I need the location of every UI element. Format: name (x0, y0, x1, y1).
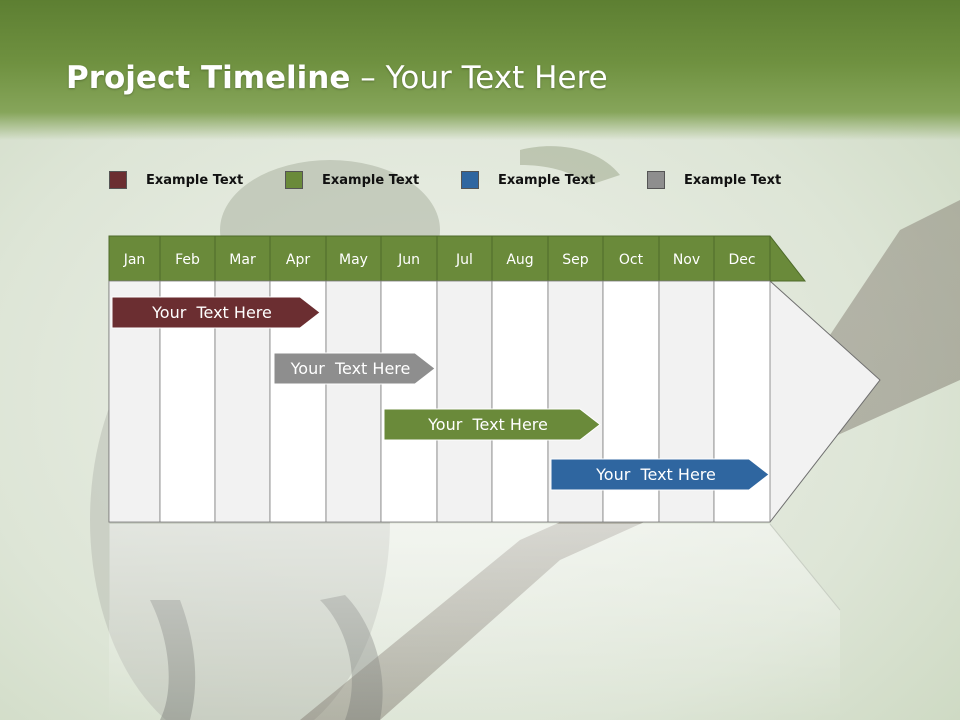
legend-item: Example Text (461, 170, 595, 190)
legend-swatch (109, 171, 127, 189)
month-header-background (108, 235, 807, 282)
legend-item: Example Text (285, 170, 419, 190)
legend-label: Example Text (322, 172, 420, 188)
title-bold: Project Timeline (66, 60, 351, 96)
month-column (325, 280, 382, 523)
legend-item: Example Text (109, 170, 243, 190)
month-label: Aug (506, 252, 533, 268)
month-label: Dec (728, 252, 755, 268)
task-bar (550, 458, 770, 491)
month-column (380, 280, 438, 523)
task-label: Your Text Here (151, 303, 272, 322)
month-label: Feb (175, 252, 200, 268)
timeline-reflection (109, 524, 840, 720)
month-label: Apr (286, 252, 310, 268)
reflection-edge (769, 523, 841, 611)
title-band (0, 0, 960, 140)
month-label: Jan (123, 252, 146, 268)
page-title: Project Timeline – Your Text Here (66, 60, 608, 96)
task-bar (383, 408, 601, 441)
month-header: Jan Feb Mar Apr May Jun Jul Aug Sep Oct Nov Dec (108, 235, 807, 282)
legend-swatch (647, 171, 665, 189)
month-columns (108, 280, 771, 523)
task-label: Your Text Here (595, 465, 716, 484)
month-column (436, 280, 493, 523)
month-label: Jun (397, 252, 420, 268)
month-label: Oct (619, 252, 644, 268)
month-label: Sep (562, 252, 589, 268)
task-label: Your Text Here (427, 415, 548, 434)
month-label: Nov (673, 252, 700, 268)
legend-swatch (285, 171, 303, 189)
month-label: Jul (455, 252, 473, 268)
legend-item: Example Text (647, 170, 781, 190)
legend-label: Example Text (498, 172, 596, 188)
title-rest: – Your Text Here (350, 60, 608, 96)
task-bar (273, 352, 436, 385)
legend-swatch (461, 171, 479, 189)
legend-label: Example Text (684, 172, 782, 188)
task-bar (111, 296, 321, 329)
month-label: May (339, 252, 368, 268)
month-column (491, 280, 549, 523)
legend-label: Example Text (146, 172, 244, 188)
month-label: Mar (229, 252, 256, 268)
task-label: Your Text Here (290, 359, 411, 378)
